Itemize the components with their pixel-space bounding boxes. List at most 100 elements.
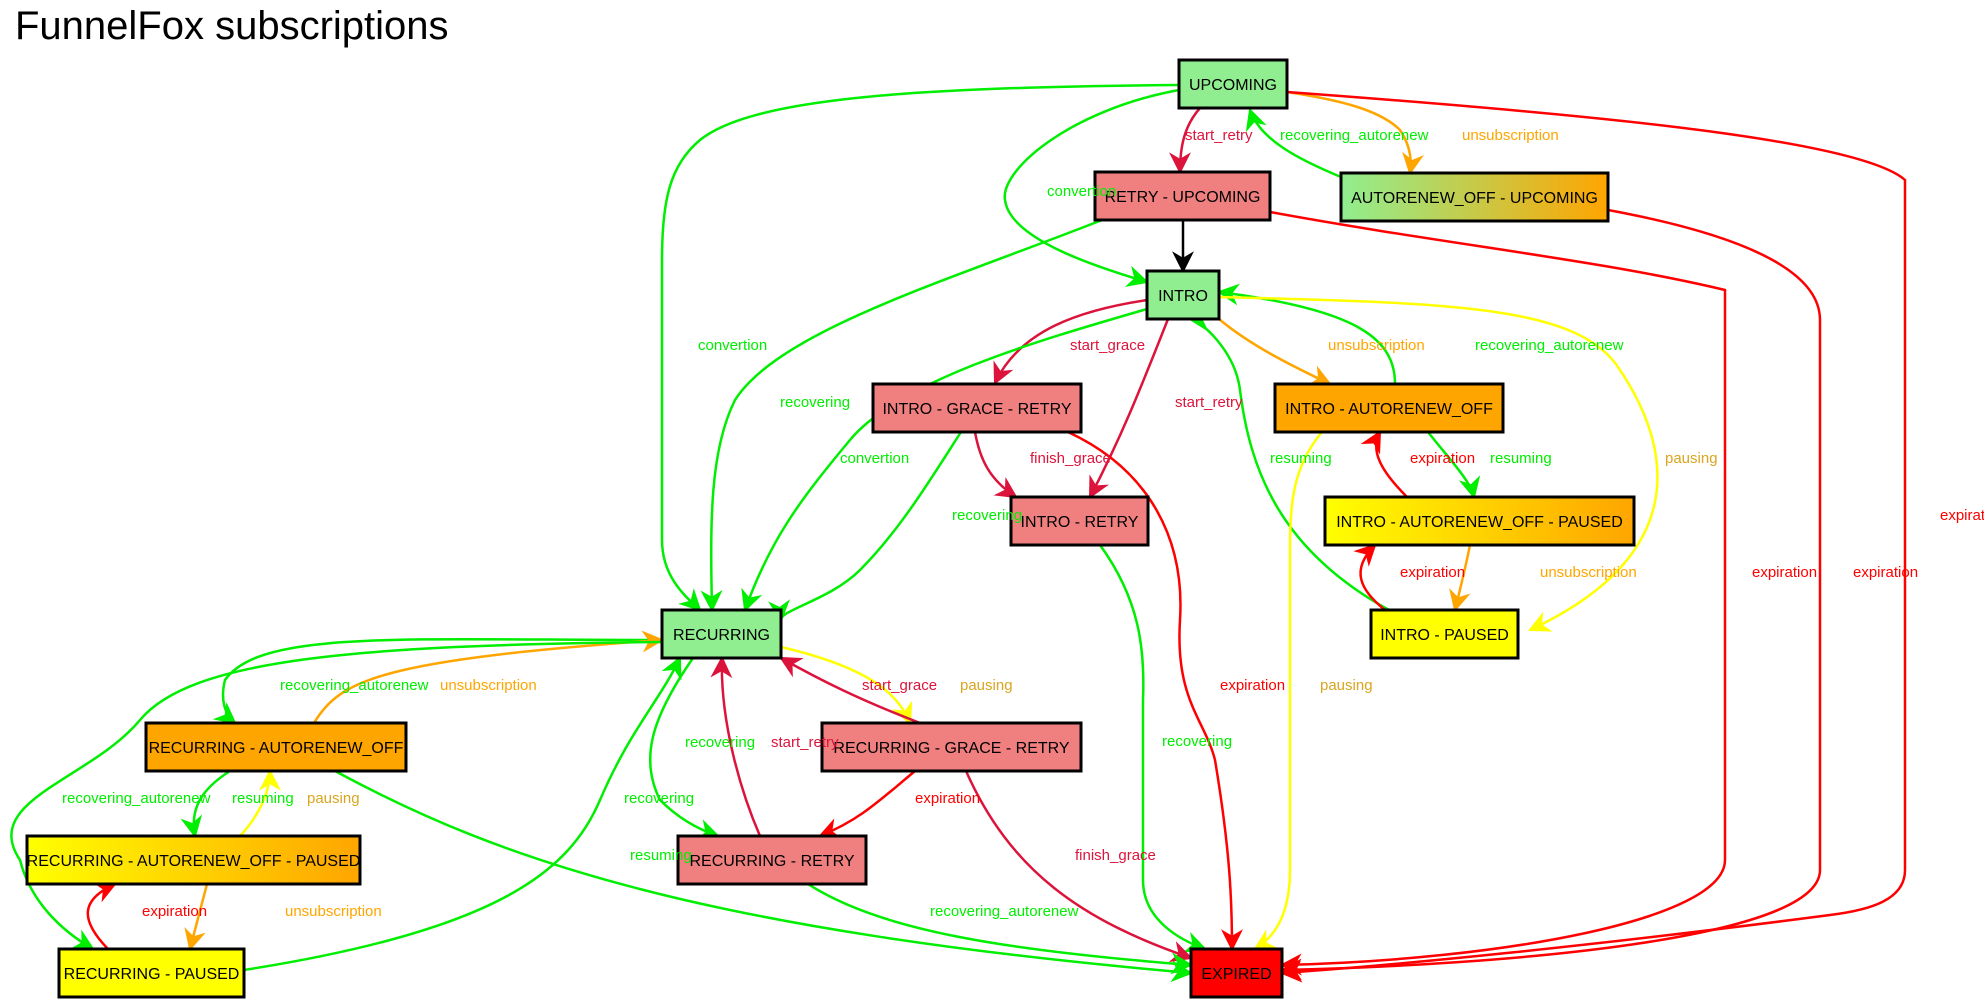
- edge-retry-upcoming-to-recurring: [700, 218, 1103, 613]
- edge-recurring-paused-to-recurring-autorenew-off-paused: [184, 883, 209, 952]
- edge-label-finish-grace: finish_grace: [1030, 450, 1111, 467]
- edge-label-unsubscription: unsubscription: [1462, 127, 1559, 144]
- state-node-label: INTRO - RETRY: [1021, 514, 1139, 531]
- edge-retry-upcoming-to-expired: [1269, 210, 1727, 976]
- edge-label-expiration: expiration: [1752, 564, 1817, 581]
- edge-label-expiration: expiration: [915, 790, 980, 807]
- state-node-intro-autorenew-off[interactable]: INTRO - AUTORENEW_OFF: [1273, 382, 1505, 434]
- edge-label-unsubscription: unsubscription: [440, 677, 537, 694]
- edge-intro-paused-to-intro: [1187, 310, 1390, 612]
- state-node-label: EXPIRED: [1201, 966, 1271, 983]
- edge-label-resuming: resuming: [232, 790, 294, 807]
- edge-label-pausing: pausing: [307, 790, 360, 807]
- edge-label-start-retry: start_retry: [1175, 394, 1243, 411]
- state-node-recurring-paused[interactable]: RECURRING - PAUSED: [57, 947, 246, 999]
- edge-upcoming-to-intro: [1003, 88, 1180, 287]
- edge-intro-autorenew-off-to-intro-autorenew-off-paused: [1253, 431, 1323, 951]
- state-node-label: INTRO - AUTORENEW_OFF - PAUSED: [1336, 514, 1623, 531]
- edge-label-pausing: pausing: [1320, 677, 1373, 694]
- edge-intro-autorenew-off-to-expired: [1353, 543, 1386, 611]
- edge-recurring-to-recurring-autorenew-off: [312, 630, 665, 724]
- edge-intro-grace-retry-to-intro-retry: [973, 431, 1018, 499]
- edge-label-finish-grace: finish_grace: [1075, 847, 1156, 864]
- edge-intro-autorenew-off-paused-to-intro-autorenew-off: [1427, 431, 1481, 500]
- state-node-expired[interactable]: EXPIRED: [1189, 947, 1284, 999]
- edge-recurring-grace-retry-to-expired: [86, 882, 118, 950]
- edge-label-recovering-autorenew: recovering_autorenew: [62, 790, 211, 807]
- state-node-label: RECURRING: [673, 627, 770, 644]
- state-node-label: RETRY - UPCOMING: [1105, 189, 1261, 206]
- state-node-recurring-autorenew-off-paused[interactable]: RECURRING - AUTORENEW_OFF - PAUSED: [25, 834, 362, 886]
- edge-recurring-autorenew-off-to-recurring: [10, 640, 663, 951]
- edge-label-expiration: expiration: [1410, 450, 1475, 467]
- state-node-autorenew-off-upcoming[interactable]: AUTORENEW_OFF - UPCOMING: [1339, 171, 1610, 223]
- state-node-box: [1369, 608, 1520, 660]
- state-node-intro-paused[interactable]: INTRO - PAUSED: [1369, 608, 1520, 660]
- state-node-recurring-retry[interactable]: RECURRING - RETRY: [676, 834, 868, 886]
- state-node-intro-retry[interactable]: INTRO - RETRY: [1009, 495, 1150, 547]
- edge-label-recovering: recovering: [1162, 733, 1232, 750]
- edge-label-recovering-autorenew: recovering_autorenew: [1280, 127, 1429, 144]
- state-node-box: [144, 721, 408, 773]
- edge-label-recovering: recovering: [952, 507, 1022, 524]
- edge-recurring-to-recurring-paused: [780, 645, 913, 726]
- edge-label-resuming: resuming: [630, 847, 692, 864]
- state-node-label: RECURRING - AUTORENEW_OFF - PAUSED: [27, 853, 361, 870]
- edge-label-recovering-autorenew: recovering_autorenew: [1475, 337, 1624, 354]
- edge-label-start-retry: start_retry: [1185, 127, 1253, 144]
- edge-label-unsubscription: unsubscription: [1540, 564, 1637, 581]
- edge-intro-grace-retry-to-recurring: [768, 431, 963, 623]
- edge-intro-to-intro-grace-retry: [993, 298, 1148, 385]
- state-node-label: RECURRING - AUTORENEW_OFF: [149, 740, 404, 757]
- state-node-box: [57, 947, 246, 999]
- diagram-title: FunnelFox subscriptions: [15, 4, 449, 48]
- state-node-label: AUTORENEW_OFF - UPCOMING: [1351, 190, 1598, 207]
- state-node-box: [871, 382, 1083, 434]
- state-node-recurring-autorenew-off[interactable]: RECURRING - AUTORENEW_OFF: [144, 721, 408, 773]
- edge-label-resuming: resuming: [1270, 450, 1332, 467]
- edge-label-start-grace: start_grace: [1070, 337, 1145, 354]
- edge-label-start-grace: start_grace: [862, 677, 937, 694]
- edge-labels-layer: start_retry recovering_autorenew unsubscri…: [62, 127, 1984, 920]
- state-node-recurring[interactable]: RECURRING: [660, 608, 783, 660]
- edge-label-convertion: convertion: [698, 337, 767, 354]
- state-node-upcoming[interactable]: UPCOMING: [1177, 58, 1289, 110]
- edge-intro-grace-retry-to-expired: [1067, 430, 1243, 952]
- state-node-intro[interactable]: INTRO: [1145, 269, 1221, 321]
- edge-intro-autorenew-off-paused-to-intro-paused: [212, 637, 663, 725]
- edge-label-expiration: expiration: [142, 903, 207, 920]
- edge-label-pausing: pausing: [960, 677, 1013, 694]
- edge-recurring-retry-to-recurring: [243, 656, 682, 972]
- state-node-recurring-grace-retry[interactable]: RECURRING - GRACE - RETRY: [820, 721, 1083, 773]
- state-node-intro-grace-retry[interactable]: INTRO - GRACE - RETRY: [871, 382, 1083, 434]
- edge-intro-retry-to-recurring: [1098, 544, 1208, 953]
- edge-label-recovering-autorenew: recovering_autorenew: [280, 677, 429, 694]
- edge-label-resuming: resuming: [1490, 450, 1552, 467]
- edge-upcoming-to-recurring: [660, 83, 1180, 612]
- state-node-box: [660, 608, 783, 660]
- state-node-box: [1009, 495, 1150, 547]
- edge-label-expiration: expiration: [1220, 677, 1285, 694]
- edge-label-start-retry: start_retry: [771, 734, 839, 751]
- edge-label-recovering: recovering: [780, 394, 850, 411]
- edge-recurring-autorenew-off-to-recurring-autorenew-off-paused: [239, 768, 281, 837]
- state-node-box: [1145, 269, 1221, 321]
- edge-label-pausing: pausing: [1665, 450, 1718, 467]
- edge-autorenew-off-upcoming-to-expired: [1279, 208, 1822, 981]
- state-node-label: RECURRING - PAUSED: [64, 966, 240, 983]
- state-node-intro-autorenew-off-paused[interactable]: INTRO - AUTORENEW_OFF - PAUSED: [1323, 495, 1636, 547]
- state-node-label: INTRO: [1158, 288, 1208, 305]
- state-node-label: INTRO - GRACE - RETRY: [882, 401, 1071, 418]
- edge-label-recovering: recovering: [685, 734, 755, 751]
- edge-intro-paused-to-intro-autorenew-off-paused: [1449, 544, 1472, 613]
- edge-recurring-autorenew-off-to-expired: [817, 770, 916, 839]
- edge-recurring-to-recurring-grace-retry: [779, 656, 921, 725]
- state-node-retry-upcoming[interactable]: RETRY - UPCOMING: [1093, 170, 1272, 222]
- edge-label-expiration: expiration: [1853, 564, 1918, 581]
- state-node-label: RECURRING - GRACE - RETRY: [833, 740, 1069, 757]
- edge-intro-retry-to-expired: [1360, 430, 1408, 498]
- edge-label-convertion: convertion: [1047, 183, 1116, 200]
- edge-upcoming-to-autorenew-off-upcoming: [1286, 90, 1424, 176]
- edge-intro-to-intro-autorenew-off: [1218, 318, 1332, 386]
